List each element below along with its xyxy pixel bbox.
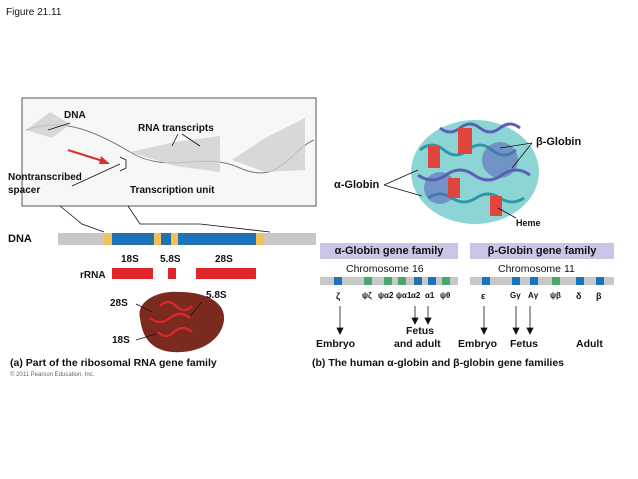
spacer-block-2	[154, 233, 161, 245]
ribosome	[139, 291, 225, 353]
chromosome-11-bar	[470, 277, 614, 285]
gene-label-psi-alpha2: ψα2	[378, 291, 394, 300]
spacer-block-1	[104, 233, 112, 245]
rrna-58s	[168, 268, 176, 279]
gene-18s	[112, 233, 154, 245]
ribosome-rrna	[149, 300, 193, 338]
gene-label-beta: β	[596, 291, 602, 301]
gene-label-psi-beta: ψβ	[550, 291, 561, 300]
beta-stage-embryo: Embryo	[458, 338, 498, 350]
rrna-28s	[196, 268, 256, 279]
alpha-family-title: α-Globin gene family	[334, 245, 444, 257]
alpha-stage-and-adult: and adult	[394, 338, 441, 350]
spacer-label-line1: Nontranscribed	[8, 172, 82, 183]
ribosome-label-18s: 18S	[112, 335, 130, 346]
gene-label-zeta: ζ	[336, 291, 341, 301]
segment-label-28s: 28S	[215, 254, 233, 265]
transcription-unit-label: Transcription unit	[130, 185, 215, 196]
micrograph-transcripts-3	[26, 112, 70, 138]
micrograph-transcripts-1	[130, 136, 220, 172]
gene-label-a-gamma: Aγ	[528, 291, 539, 300]
gene-label-delta: δ	[576, 291, 582, 301]
gene-label-alpha1: α1	[425, 291, 435, 300]
dna-label: DNA	[8, 233, 32, 245]
rna-transcripts-label: RNA transcripts	[138, 123, 214, 134]
direction-arrowhead	[99, 156, 110, 164]
hemoglobin-molecule	[411, 120, 539, 224]
beta-stage-adult: Adult	[576, 338, 603, 350]
ribosome-label-28s: 28S	[110, 298, 128, 309]
segment-label-58s: 5.8S	[160, 254, 181, 265]
rrna-18s	[112, 268, 153, 279]
alpha-stage-fetus: Fetus	[406, 325, 435, 337]
beta-globin-label: β-Globin	[536, 136, 582, 148]
micrograph-transcripts-2	[232, 118, 305, 172]
figure-label: Figure 21.11	[6, 7, 62, 18]
gene-label-psi-theta: ψθ	[440, 291, 451, 300]
caption-panel-a: (a) Part of the ribosomal RNA gene famil…	[10, 357, 217, 369]
direction-arrow	[67, 149, 107, 163]
heme-label: Heme	[516, 218, 541, 228]
caption-panel-b: (b) The human α-globin and β-globin gene…	[312, 357, 565, 369]
alpha-family-header	[320, 243, 458, 259]
gene-label-g-gamma: Gγ	[510, 291, 521, 300]
beta-family-title: β-Globin gene family	[487, 245, 597, 257]
gene-label-alpha2: α2	[411, 291, 421, 300]
spacer-block-4	[256, 233, 264, 245]
chromosome-11-label: Chromosome 11	[498, 263, 575, 275]
spacer-label-line2: spacer	[8, 185, 41, 196]
alpha-stage-embryo: Embryo	[316, 338, 356, 350]
gene-28s	[178, 233, 256, 245]
copyright: © 2011 Pearson Education, Inc.	[10, 372, 95, 378]
gene-58s	[161, 233, 171, 245]
beta-family-header	[470, 243, 614, 259]
rrna-label: rRNA	[80, 270, 106, 281]
alpha-globin-label: α-Globin	[334, 179, 380, 191]
ribosome-label-58s: 5.8S	[206, 290, 227, 301]
spacer-block-3	[171, 233, 178, 245]
gene-label-psi-zeta: ψζ	[362, 291, 372, 300]
beta-stage-fetus: Fetus	[510, 338, 539, 350]
gene-label-epsilon: ε	[481, 291, 486, 301]
gene-label-psi-alpha1: ψα1	[396, 291, 412, 300]
chromosome-16-label: Chromosome 16	[346, 263, 424, 275]
micrograph-dna-label: DNA	[64, 110, 86, 121]
segment-label-18s: 18S	[121, 254, 139, 265]
